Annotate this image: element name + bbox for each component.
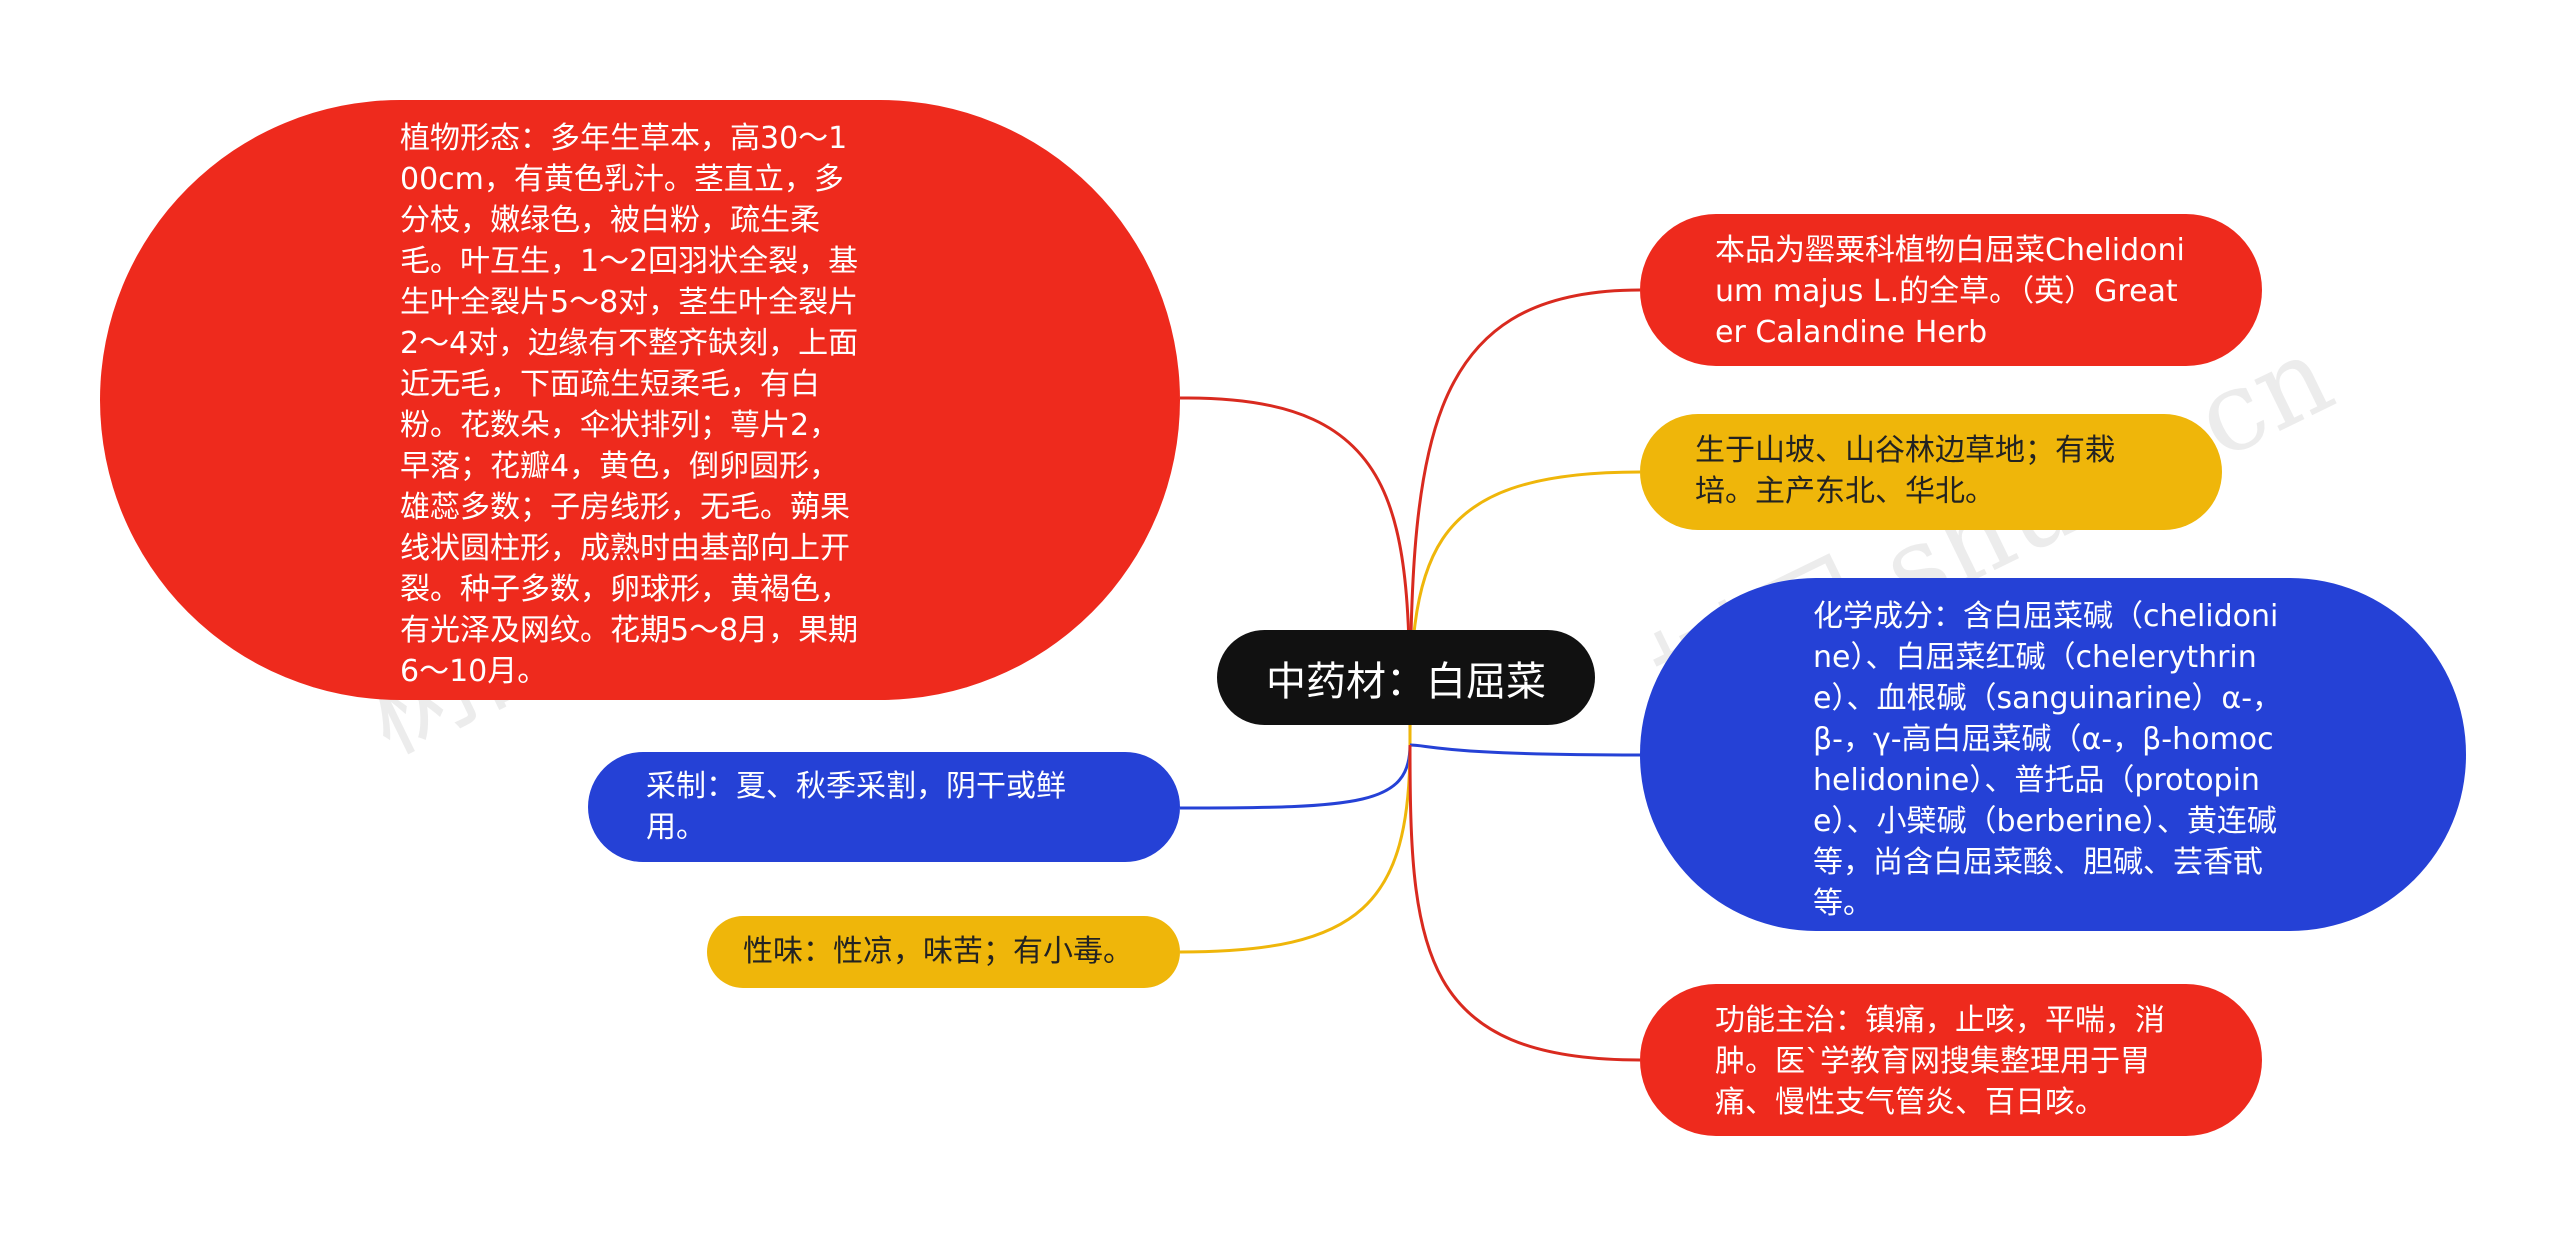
link-harvest xyxy=(1179,744,1412,810)
node-habitat[interactable]: 生于山坡、山谷林边草地；有栽培。主产东北、华北。 xyxy=(1640,414,2222,530)
node-morphology[interactable]: 植物形态：多年生草本，高30～100cm，有黄色乳汁。茎直立，多分枝，嫩绿色，被… xyxy=(100,100,1180,700)
link-function xyxy=(1408,744,1641,1062)
node-origin[interactable]: 本品为罂粟科植物白屈菜Chelidonium majus L.的全草。（英）Gr… xyxy=(1640,214,2262,366)
link-chemistry xyxy=(1409,743,1641,757)
node-function[interactable]: 功能主治：镇痛，止咳，平喘，消肿。医`学教育网搜集整理用于胃痛、慢性支气管炎、百… xyxy=(1640,984,2262,1136)
node-harvest[interactable]: 采制：夏、秋季采割，阴干或鲜用。 xyxy=(588,752,1180,862)
link-origin xyxy=(1408,288,1641,746)
central-topic[interactable]: 中药材：白屈菜 xyxy=(1217,630,1595,725)
node-chemistry[interactable]: 化学成分：含白屈菜碱（chelidonine）、白屈菜红碱（chelerythr… xyxy=(1640,578,2466,931)
link-nature xyxy=(1179,744,1412,954)
node-nature[interactable]: 性味：性凉，味苦；有小毒。 xyxy=(707,916,1180,988)
